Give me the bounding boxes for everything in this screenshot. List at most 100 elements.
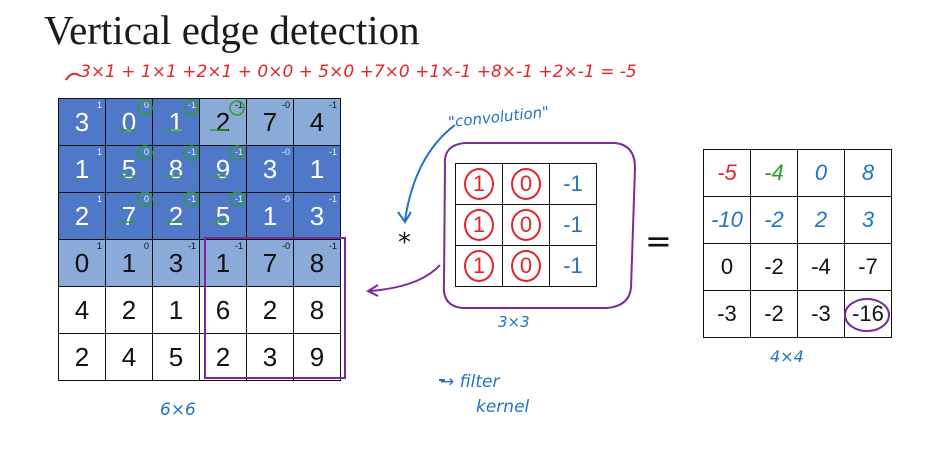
input-cell: 1-1	[293, 145, 341, 193]
filter-cell: 0	[502, 163, 550, 205]
input-cell: 1-1	[152, 98, 200, 146]
filter-note: → filter	[440, 372, 500, 392]
input-value: 2	[74, 341, 90, 372]
input-value: 3	[262, 153, 278, 184]
filter-weight-superscript: -1	[328, 194, 337, 204]
filter-cell: -1	[549, 204, 597, 246]
filter-weight-superscript: 1	[96, 100, 102, 110]
input-value: 3	[262, 341, 278, 372]
output-cell: -3	[797, 290, 845, 338]
input-value: 4	[121, 341, 137, 372]
input-value: 1	[168, 294, 184, 325]
slide-title: Vertical edge detection	[44, 7, 420, 53]
filter-cell: -1	[549, 163, 597, 205]
input-value: 2	[168, 200, 184, 231]
highlight-circle	[844, 298, 890, 332]
input-value: 3	[168, 247, 184, 278]
input-cell: 3-0	[246, 145, 294, 193]
filter-value: 1	[464, 250, 494, 282]
filter-weight-superscript: 1	[96, 147, 102, 157]
input-cell: 9	[293, 333, 341, 381]
input-value: 0	[74, 247, 90, 278]
output-cell: -4	[797, 243, 845, 291]
input-cell: 8-1	[293, 239, 341, 287]
filter-weight-superscript: -1	[234, 147, 243, 157]
input-value: 7	[121, 200, 137, 231]
input-value: 1	[74, 153, 90, 184]
filter-weight-superscript: 1	[96, 194, 102, 204]
filter-weight-superscript: -0	[281, 241, 290, 251]
output-cell: -5	[703, 149, 751, 197]
filter-value: 0	[511, 168, 541, 200]
filter-cell: 1	[455, 163, 503, 205]
filter-size-label: 3×3	[498, 313, 530, 331]
input-value: 0	[121, 106, 137, 137]
input-value: 8	[309, 247, 325, 278]
output-size-label: 4×4	[770, 347, 804, 366]
input-value: 6	[215, 294, 231, 325]
filter-weight-superscript: -0	[281, 194, 290, 204]
filter-weight-superscript: -1	[234, 241, 243, 251]
input-value: 2	[121, 294, 137, 325]
filter-cell: -1	[549, 245, 597, 287]
filter-value: 1	[464, 209, 494, 241]
filter-value: -1	[563, 171, 583, 196]
output-cell: -2	[750, 290, 798, 338]
input-cell: 2	[58, 333, 106, 381]
input-cell: 3-1	[152, 239, 200, 287]
filter-value: -1	[563, 212, 583, 237]
output-cell: -3	[703, 290, 751, 338]
computation-annotation: 3×1 + 1×1 +2×1 + 0×0 + 5×0 +7×0 +1×-1 +8…	[80, 62, 637, 82]
input-cell: 2	[105, 286, 153, 334]
output-cell: 3	[844, 196, 892, 244]
input-cell: 2-1	[199, 98, 247, 146]
input-value: 3	[309, 200, 325, 231]
input-value: 1	[262, 200, 278, 231]
input-value: 8	[309, 294, 325, 325]
filter-weight-superscript: 0	[143, 147, 149, 157]
filter-value: 0	[511, 250, 541, 282]
input-cell: 5	[152, 333, 200, 381]
input-value: 2	[74, 200, 90, 231]
input-value: 2	[215, 341, 231, 372]
input-value: 4	[74, 294, 90, 325]
filter-loop	[442, 142, 637, 309]
input-cell: 9-1	[199, 145, 247, 193]
input-cell: 7-0	[246, 98, 294, 146]
filter-value: -1	[563, 253, 583, 278]
input-cell: 1-1	[199, 239, 247, 287]
output-cell: 2	[797, 196, 845, 244]
filter-weight-superscript: -1	[328, 241, 337, 251]
input-size-label: 6×6	[160, 400, 196, 420]
convolution-operator: *	[398, 228, 411, 258]
filter-weight-superscript: -1	[187, 147, 196, 157]
input-cell: 1	[152, 286, 200, 334]
input-value: 7	[262, 247, 278, 278]
filter-value: 1	[464, 168, 494, 200]
filter-value: 0	[511, 209, 541, 241]
output-cell: 0	[703, 243, 751, 291]
filter-weight-superscript: 1	[96, 241, 102, 251]
filter-weight-superscript: 0	[143, 100, 149, 110]
input-value: 1	[168, 106, 184, 137]
filter-weight-superscript: 0	[143, 241, 149, 251]
filter-weight-superscript: -1	[187, 194, 196, 204]
input-region-loop	[204, 237, 346, 379]
input-value: 7	[262, 106, 278, 137]
kernel-note: kernel	[476, 397, 530, 417]
filter-cell: 0	[502, 204, 550, 246]
filter-weight-superscript: -1	[234, 194, 243, 204]
input-value: 3	[74, 106, 90, 137]
filter-weight-superscript: -0	[281, 147, 290, 157]
